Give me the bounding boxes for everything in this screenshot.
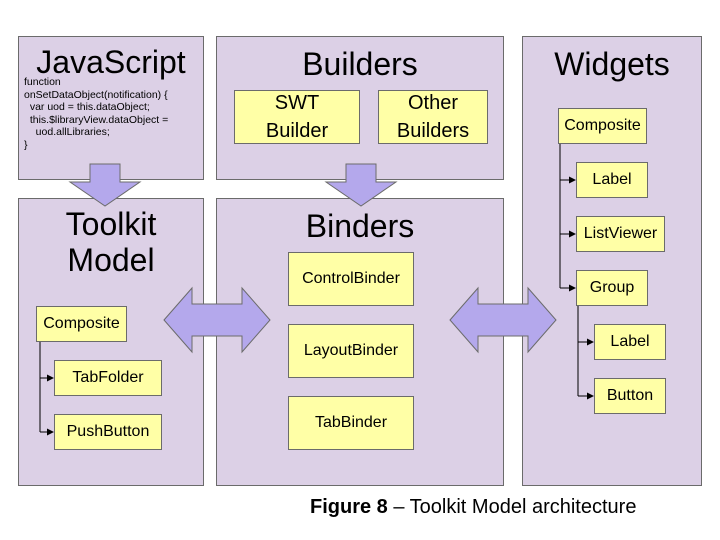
toolkit-model-title: Toolkit Model xyxy=(65,206,157,278)
widgets-tree-lines xyxy=(559,144,594,400)
double-arrow-icon xyxy=(449,286,557,354)
down-arrow-icon xyxy=(68,163,142,207)
toolkit-tabfolder-box: TabFolder xyxy=(54,360,162,396)
builders-title: Builders xyxy=(302,46,418,82)
other-builders-box: Other Builders xyxy=(378,90,488,144)
down-arrow-icon xyxy=(324,163,398,207)
javascript-code-snippet: function onSetDataObject(notification) {… xyxy=(24,76,169,151)
javascript-panel xyxy=(18,36,204,180)
swt-builder-box: SWT Builder xyxy=(234,90,360,144)
figure-caption-text: – Toolkit Model architecture xyxy=(387,496,637,518)
widgets-label-box: Label xyxy=(576,162,648,198)
figure-caption: Figure 8 – Toolkit Model architecture xyxy=(310,496,636,519)
widgets-nested-label-box: Label xyxy=(594,324,666,360)
widgets-listviewer-box: ListViewer xyxy=(576,216,665,252)
figure-number: Figure 8 xyxy=(310,496,388,518)
controlbinder-box: ControlBinder xyxy=(288,252,414,306)
layoutbinder-box: LayoutBinder xyxy=(288,324,414,378)
javascript-title: JavaScript xyxy=(36,44,186,80)
widgets-composite-box: Composite xyxy=(558,108,647,144)
widgets-title: Widgets xyxy=(554,46,670,82)
toolkit-tree-lines xyxy=(39,342,54,436)
binders-title: Binders xyxy=(305,208,415,244)
widgets-button-box: Button xyxy=(594,378,666,414)
toolkit-composite-box: Composite xyxy=(36,306,127,342)
tabbinder-box: TabBinder xyxy=(288,396,414,450)
widgets-group-box: Group xyxy=(576,270,648,306)
double-arrow-icon xyxy=(163,286,271,354)
toolkit-pushbutton-box: PushButton xyxy=(54,414,162,450)
